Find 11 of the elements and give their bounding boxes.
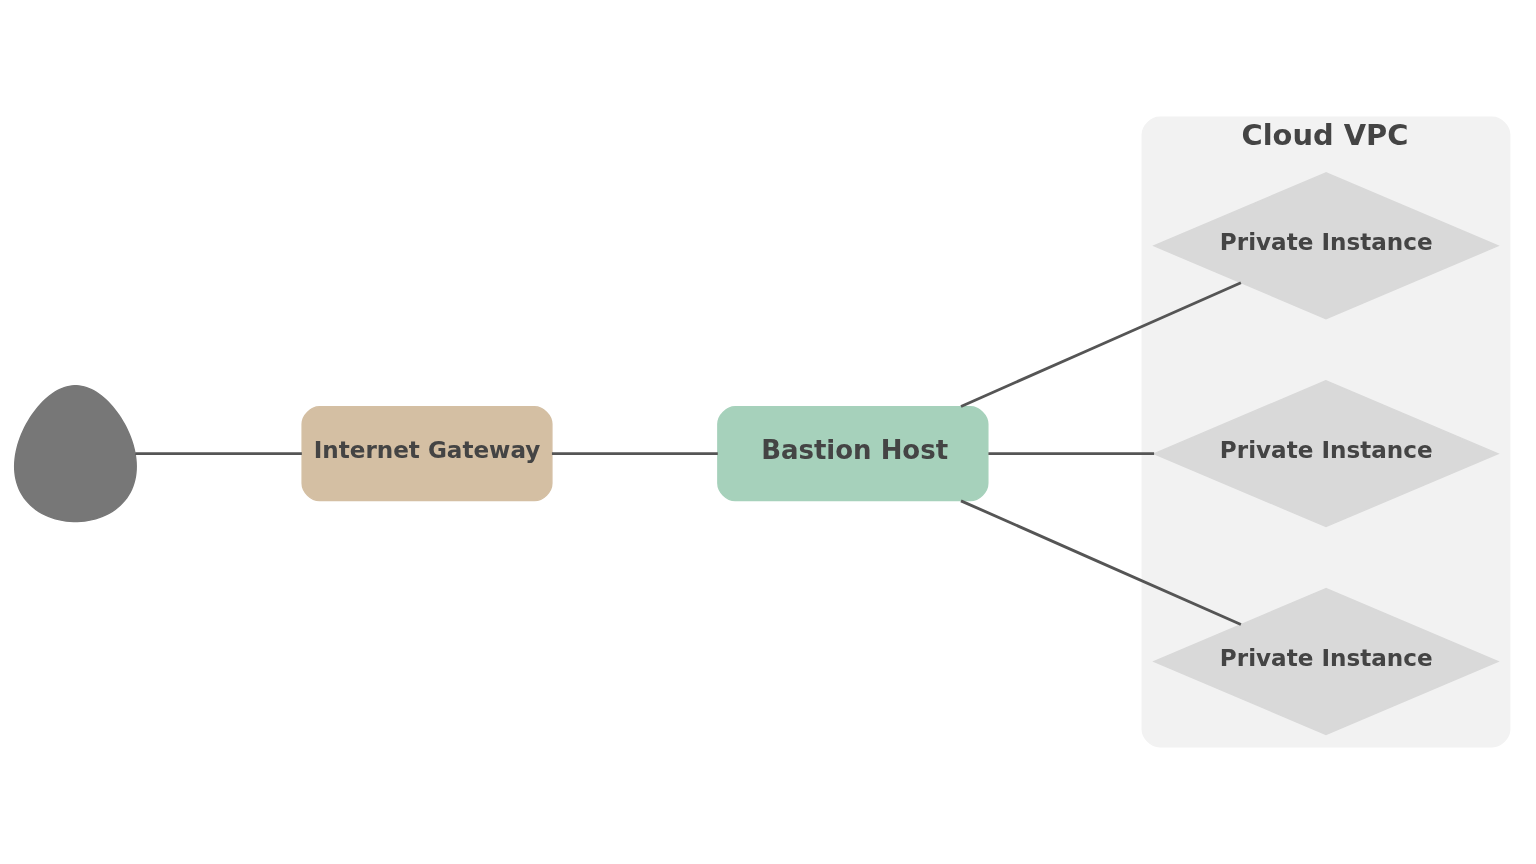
node-box: Internet Gateway (301, 406, 553, 502)
connector (988, 452, 1155, 456)
connector (551, 452, 718, 456)
connector (135, 452, 302, 456)
node-person (13, 385, 137, 523)
node-diamond: Private Instance (1152, 172, 1500, 320)
node-diamond: Private Instance (1152, 587, 1500, 736)
node-box: Bastion Host (717, 406, 989, 502)
connector (960, 499, 1242, 626)
node-diamond: Private Instance (1152, 379, 1500, 528)
connector (960, 281, 1242, 408)
